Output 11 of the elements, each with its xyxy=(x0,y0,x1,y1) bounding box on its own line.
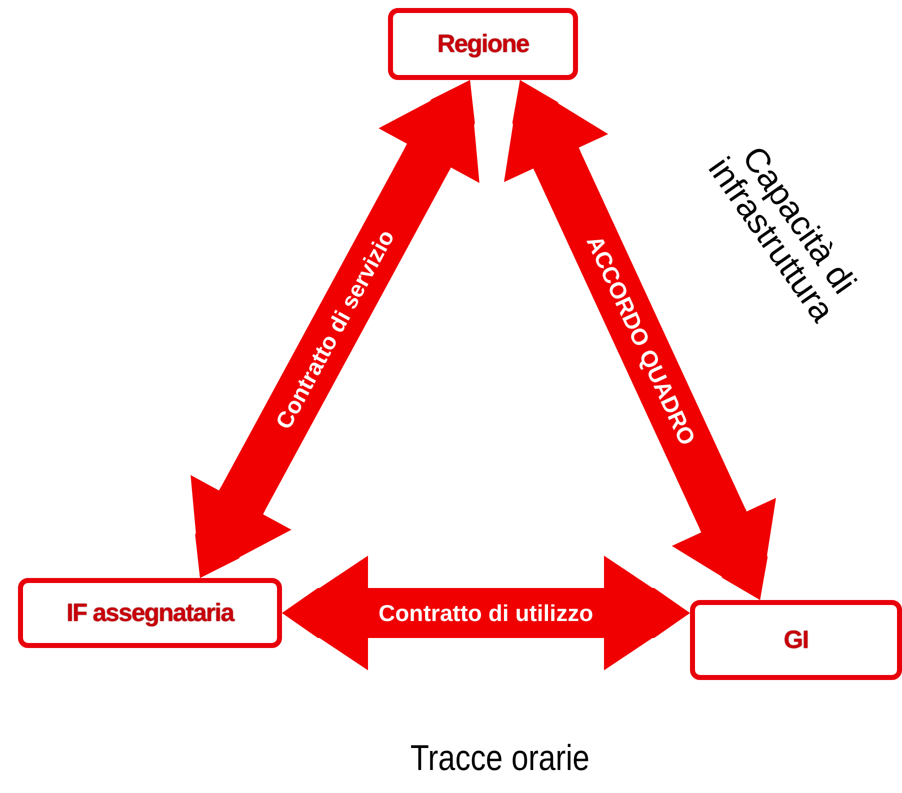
entity-box xyxy=(18,578,282,648)
double-arrow xyxy=(502,80,778,600)
entity-box xyxy=(690,600,902,680)
entity-box xyxy=(388,8,578,80)
annotation-text: Tracce orarie xyxy=(409,740,591,776)
edge-label: Contratto di utilizzo xyxy=(378,600,594,626)
double-arrow xyxy=(188,80,482,578)
entity-label: Regione xyxy=(437,30,529,58)
entity-label: IF assegnataria xyxy=(66,598,234,628)
double-arrow xyxy=(282,553,690,673)
entity-label: GI xyxy=(784,626,808,654)
